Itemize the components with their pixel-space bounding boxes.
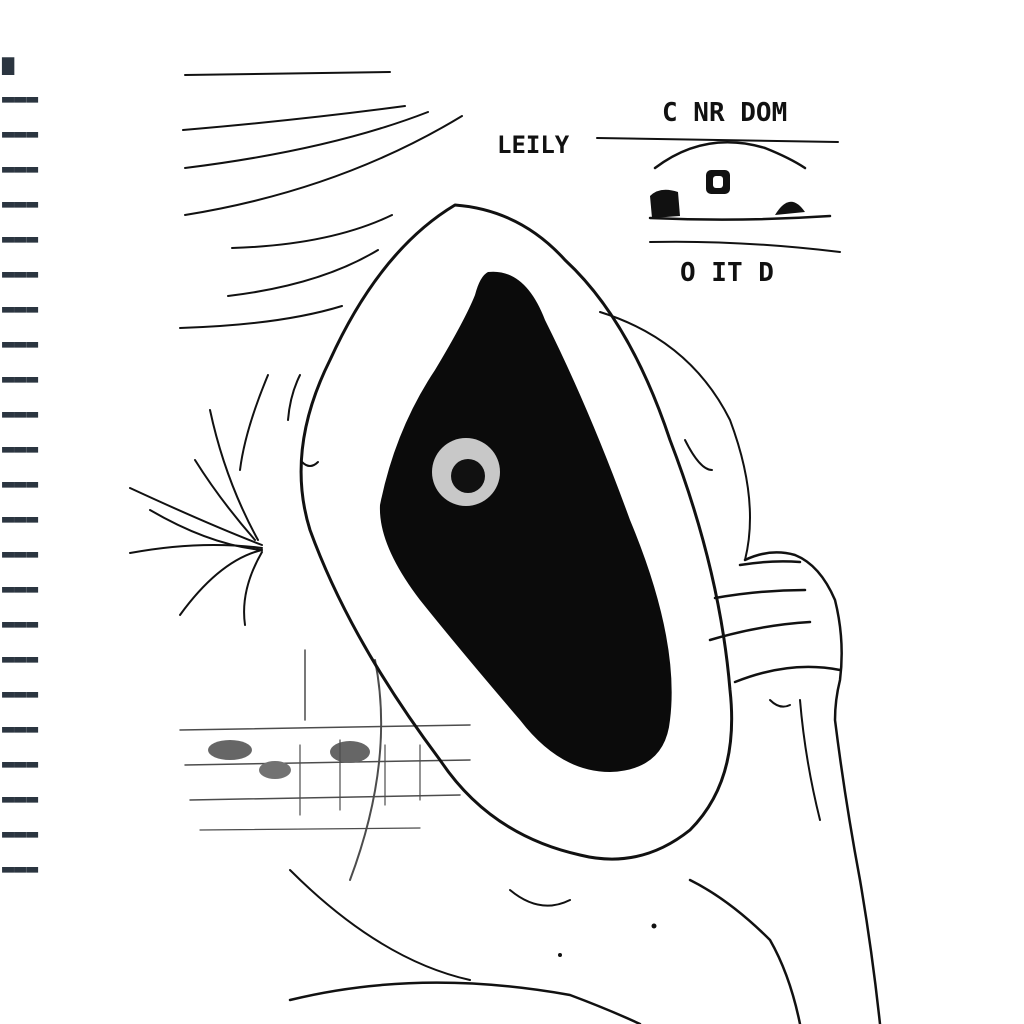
margin-glyph-row: ▆ [1, 51, 15, 75]
hair-strands [129, 409, 263, 626]
black-mouth [379, 271, 672, 772]
margin-glyph-row: ▬▬▬ [2, 226, 38, 250]
margin-glyph-row: ▬▬▬ [2, 611, 38, 635]
margin-glyph-row: ▬▬▬ [2, 681, 38, 705]
building-left-icon [650, 189, 680, 218]
margin-glyph-row: ▬▬▬ [2, 436, 38, 460]
hand [708, 551, 882, 1024]
margin-glyph-row: ▬▬▬ [2, 121, 38, 145]
eye-pupil [451, 459, 485, 493]
figure-body [239, 311, 802, 1024]
margin-glyph-row: ▬▬▬ [2, 751, 38, 775]
margin-glyph-row: ▬▬▬ [2, 366, 38, 390]
margin-glyph-row: ▬▬▬ [2, 856, 38, 880]
building-right-icon [775, 201, 805, 215]
margin-text-column: ▆ ▬▬▬ ▬▬▬ ▬▬▬ ▬▬▬ ▬▬▬ ▬▬▬ ▬▬▬ ▬▬▬ ▬▬▬ ▬▬▬ ▬▬▬ ▬▬▬ ▬▬▬… [1, 51, 38, 880]
margin-glyph-row: ▬▬▬ [2, 191, 38, 215]
margin-glyph-row: ▬▬▬ [2, 86, 38, 110]
margin-glyph-row: ▬▬▬ [2, 821, 38, 845]
margin-glyph-row: ▬▬▬ [2, 646, 38, 670]
left-label: LEILY [497, 131, 570, 159]
top-label: C NR DOM [662, 98, 787, 128]
margin-glyph-row: ▬▬▬ [2, 401, 38, 425]
margin-glyph-row: ▬▬▬ [2, 576, 38, 600]
background-scribble [179, 649, 471, 881]
header-label-group: LEILY C NR DOM O IT D [497, 98, 841, 288]
margin-glyph-row: ▬▬▬ [2, 786, 38, 810]
margin-glyph-row: ▬▬▬ [2, 331, 38, 355]
bottom-label: O IT D [680, 258, 774, 288]
margin-glyph-row: ▬▬▬ [2, 261, 38, 285]
margin-glyph-row: ▬▬▬ [2, 471, 38, 495]
speed-lines [179, 71, 463, 329]
oval-creature [299, 203, 734, 861]
margin-glyph-row: ▬▬▬ [2, 156, 38, 180]
margin-glyph-row: ▬▬▬ [2, 506, 38, 530]
margin-glyph-row: ▬▬▬ [2, 541, 38, 565]
margin-glyph-row: ▬▬▬ [2, 716, 38, 740]
margin-glyph-row: ▬▬▬ [2, 296, 38, 320]
